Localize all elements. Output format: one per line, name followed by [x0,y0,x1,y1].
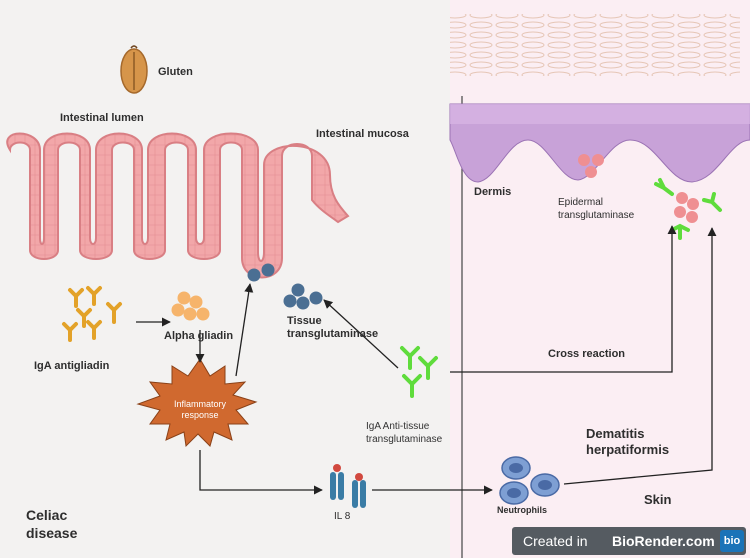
dermis-label: Dermis [474,186,512,198]
intestinal-villi [6,132,350,279]
intestinal-lumen-label: Intestinal lumen [60,112,144,124]
cross-reaction-label: Cross reaction [548,348,626,360]
iga-anti-tissue-label: IgA Anti-tissue transglutaminase [366,421,443,445]
skin-label: Skin [644,492,672,507]
tissue-tg-in-mucosa [247,263,275,282]
biorender-badge[interactable]: Created in BioRender.com bio [512,527,746,555]
gluten-seed-icon [120,45,148,94]
epidermis-layer [449,103,750,183]
il8-receptor-icon [330,464,366,508]
epidermal-tg-in-epidermis [578,154,604,178]
gluten-label: Gluten [158,66,193,78]
il8-label: IL 8 [334,511,351,522]
biorender-logo-icon: bio [720,530,744,552]
badge-prefix: Created in [523,533,588,549]
iga-anti-tissue-antibodies [400,346,438,398]
dermatitis-herpetiformis-label: Dematitis herpatiformis [586,426,670,457]
alpha-gliadin-label: Alpha gliadin [164,330,234,342]
badge-brand: BioRender.com [612,533,715,549]
subcutaneous-fat-layer [450,14,740,76]
pathway-arrows [136,225,717,495]
tissue-transglutaminase-cluster [283,283,323,310]
tissue-transglutaminase-label: Tissue transglutaminase [287,315,379,340]
epidermal-transglutaminase-label: Epidermal transglutaminase [558,197,635,221]
inflammatory-response-label: Inflammatory response [173,399,226,420]
celiac-disease-label: Celiac disease [26,507,78,541]
iga-antigliadin-label: IgA antigliadin [34,360,110,372]
inflammation-burst-icon [136,358,258,448]
intestinal-mucosa-label: Intestinal mucosa [316,128,409,140]
skin-panel [450,0,750,558]
neutrophils-label: Neutrophils [497,505,548,515]
neutrophil-icon [499,456,560,505]
epidermal-tg-immune-complex [654,178,722,240]
iga-antigliadin-antibodies [62,286,122,342]
alpha-gliadin-cluster [171,291,210,321]
